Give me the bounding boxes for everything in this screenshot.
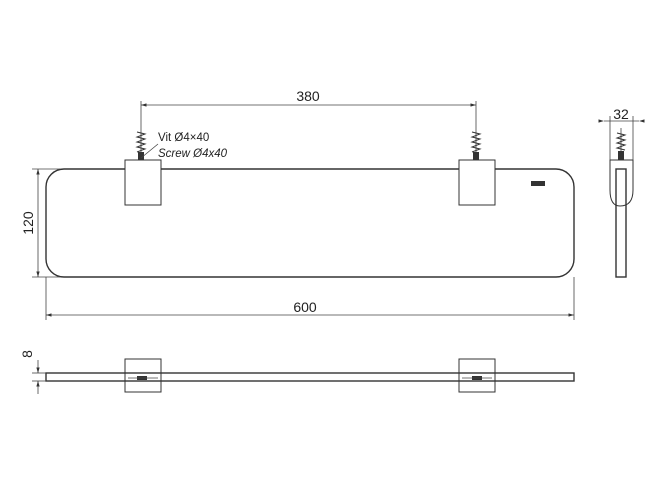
depth-label: 120	[20, 211, 36, 235]
front-view: 8	[19, 350, 575, 394]
brand-logo	[531, 181, 545, 186]
dim-depth: 120	[20, 168, 60, 278]
side-glass	[615, 168, 627, 278]
dim-thickness: 8	[19, 350, 46, 394]
thickness-label: 8	[19, 350, 35, 358]
shelf-outline	[45, 168, 575, 278]
dim-side-width: 32	[598, 106, 645, 160]
screw-note-en: Screw Ø4x40	[158, 148, 228, 160]
right-bracket	[458, 159, 496, 206]
dim-mount-spacing: 380	[140, 88, 477, 128]
side-screw-icon	[615, 128, 627, 160]
screw-note: Vit Ø4×40 Screw Ø4x40	[140, 132, 228, 160]
left-bracket	[124, 159, 162, 206]
dim-length: 600	[45, 277, 575, 320]
front-glass	[45, 372, 575, 382]
front-left-bracket	[124, 358, 162, 393]
top-view: 380 Vit Ø4×40 Screw Ø4x40 120 600	[20, 88, 575, 320]
screw-note-vi: Vit Ø4×40	[158, 132, 209, 144]
front-right-screw-icon	[462, 376, 492, 380]
front-right-bracket	[458, 358, 496, 393]
mount-spacing-label: 380	[296, 88, 320, 104]
side-bracket	[609, 159, 634, 207]
left-screw-icon	[135, 128, 147, 160]
length-label: 600	[293, 299, 317, 315]
side-view: 32	[598, 106, 645, 278]
front-left-screw-icon	[128, 376, 158, 380]
side-width-label: 32	[613, 106, 629, 122]
right-screw-icon	[470, 128, 482, 160]
